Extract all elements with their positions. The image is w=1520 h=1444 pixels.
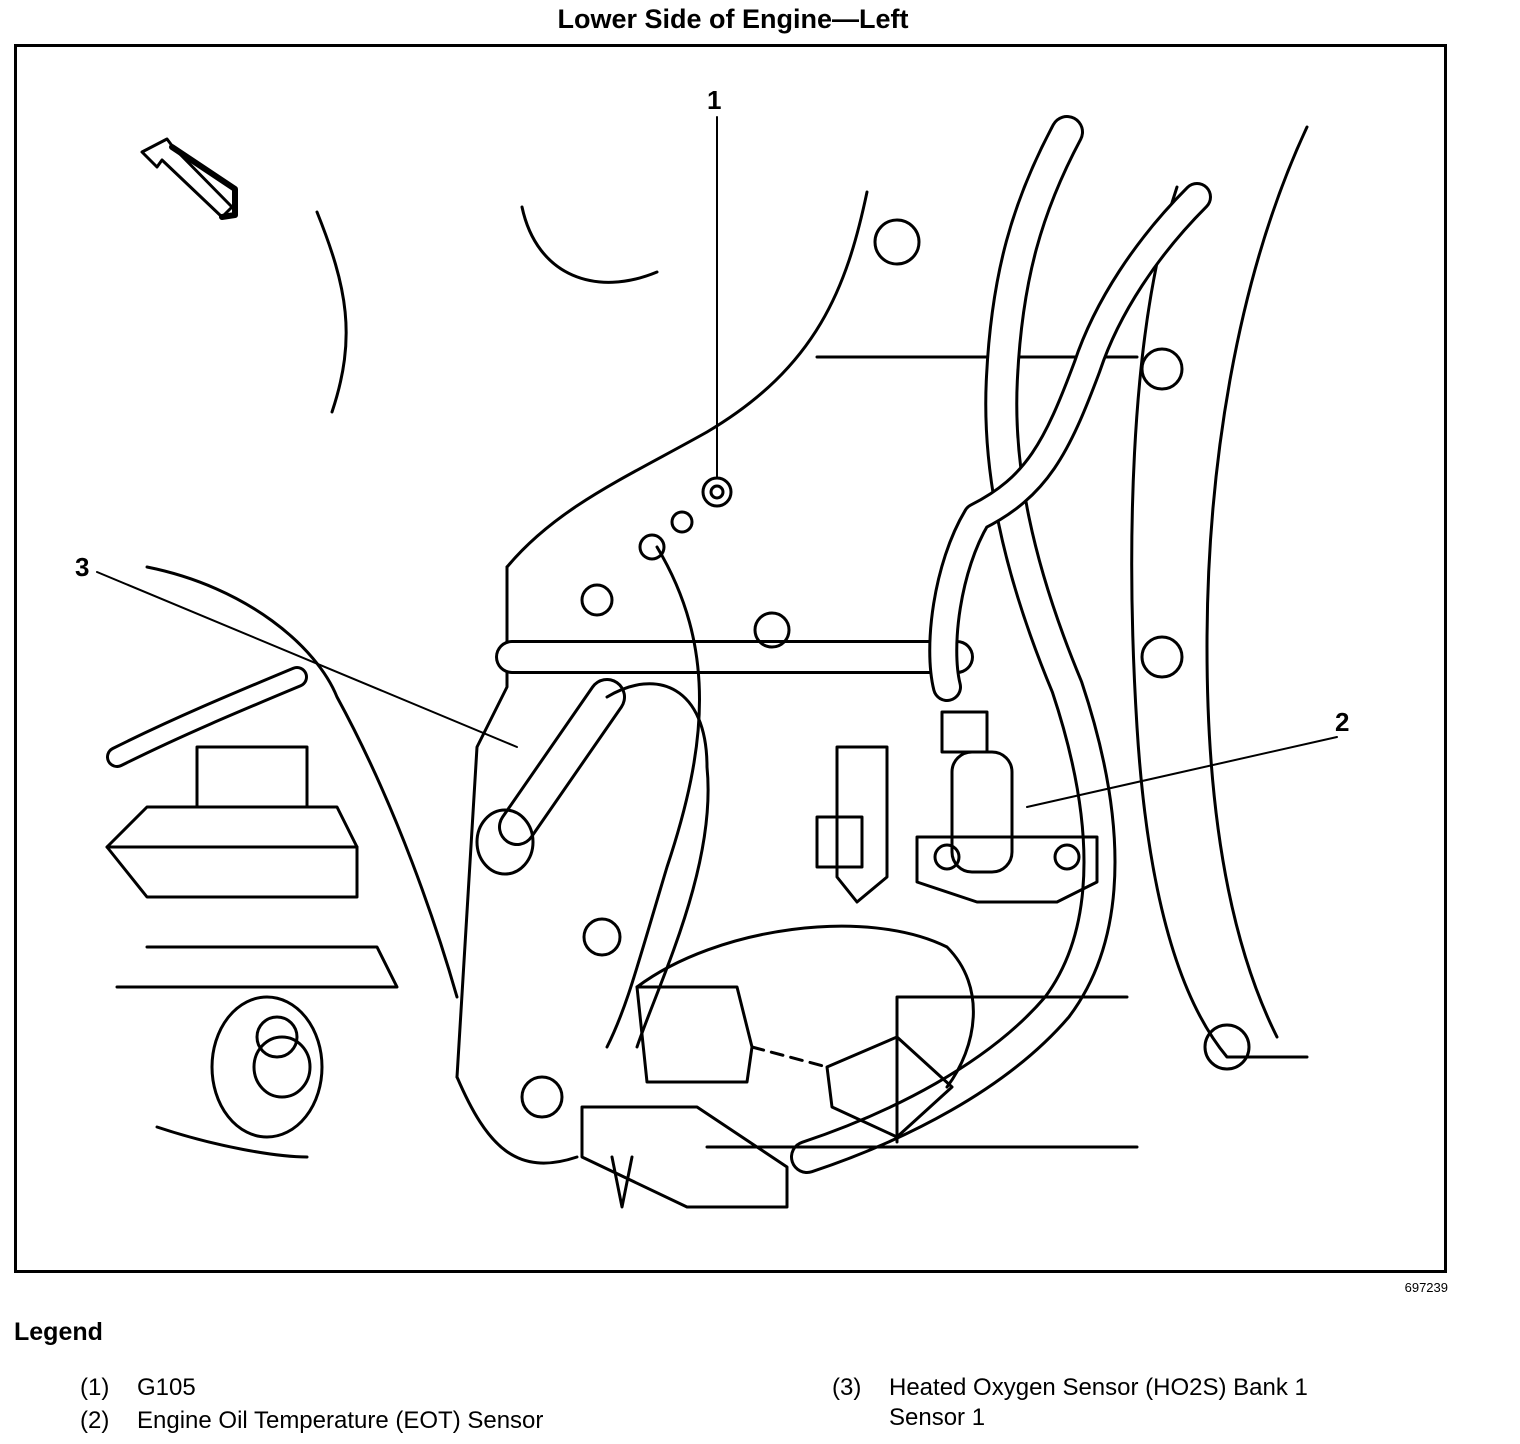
callout-3: 3 — [75, 552, 90, 582]
callout-2: 2 — [1335, 707, 1350, 737]
legend-number: (1) — [80, 1374, 110, 1401]
engine-illustration-frame: 1 2 3 — [14, 44, 1447, 1273]
legend-item: (1) G105 — [80, 1373, 657, 1403]
legend-number: (2) — [80, 1407, 110, 1434]
legend-label: G105 — [137, 1374, 196, 1401]
legend-item: (2) Engine Oil Temperature (EOT) Sensor — [80, 1406, 657, 1436]
legend-label: Heated Oxygen Sensor (HO2S) Bank 1 Senso… — [889, 1374, 1308, 1431]
legend-item: (3) Heated Oxygen Sensor (HO2S) Bank 1 S… — [832, 1373, 1389, 1433]
forward-arrow-icon — [140, 137, 238, 220]
legend-title: Legend — [14, 1318, 103, 1346]
diagram-title: Lower Side of Engine—Left — [557, 4, 909, 34]
legend-label: Engine Oil Temperature (EOT) Sensor — [137, 1407, 544, 1434]
legend-number: (3) — [832, 1374, 862, 1401]
engine-line-drawing — [96, 115, 1338, 1209]
figure-number: 697239 — [1404, 1280, 1448, 1295]
callout-1: 1 — [707, 85, 722, 115]
